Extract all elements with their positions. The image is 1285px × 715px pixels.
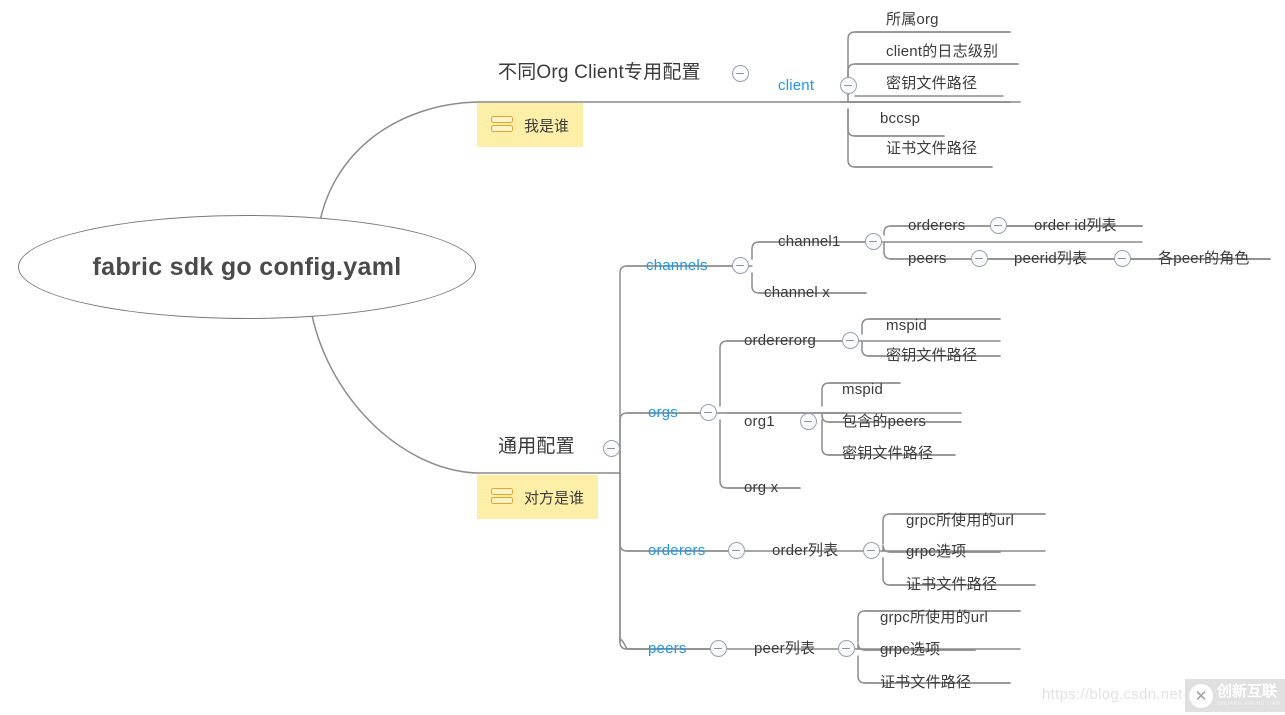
node-org1[interactable]: org1 <box>744 413 775 430</box>
toggle-common-config[interactable] <box>603 440 620 457</box>
root-node-shape <box>18 215 476 319</box>
node-ordererorg-mspid[interactable]: mspid <box>886 317 928 334</box>
toggle-client[interactable] <box>840 77 857 94</box>
node-peer-grpc-url[interactable]: grpc所使用的url <box>880 609 989 626</box>
toggle-peers[interactable] <box>710 640 727 657</box>
node-org1-key-path[interactable]: 密钥文件路径 <box>842 445 934 462</box>
node-org1-peers[interactable]: 包含的peers <box>842 413 927 430</box>
node-order-id-list[interactable]: order id列表 <box>1034 217 1117 234</box>
node-client-cert-path[interactable]: 证书文件路径 <box>886 140 978 157</box>
node-org-x[interactable]: org x <box>744 479 779 496</box>
node-channel1[interactable]: channel1 <box>778 233 841 250</box>
tag-who-is-other-label: 对方是谁 <box>524 489 585 507</box>
toggle-peer-list[interactable] <box>838 640 855 657</box>
watermark-logo: ✕ 创新互联 CHUANG XIN HU LIAN <box>1185 679 1285 712</box>
toggle-order-list[interactable] <box>863 542 880 559</box>
tag-who-is-other[interactable]: 对方是谁 <box>477 475 599 519</box>
watermark-brand-cn: 创新互联 <box>1217 683 1278 700</box>
node-common-config[interactable]: 通用配置 <box>498 436 575 457</box>
toggle-ordererorg[interactable] <box>842 332 859 349</box>
node-channel-x[interactable]: channel x <box>764 284 831 301</box>
node-client[interactable]: client <box>778 77 815 94</box>
toggle-channels[interactable] <box>732 257 749 274</box>
node-peer-grpc-options[interactable]: grpc选项 <box>880 641 941 658</box>
toggle-channel1-orderers[interactable] <box>990 217 1007 234</box>
toggle-orgs[interactable] <box>700 404 717 421</box>
toggle-org1[interactable] <box>800 413 817 430</box>
node-orderer-cert-path[interactable]: 证书文件路径 <box>906 576 998 593</box>
node-org-client-config[interactable]: 不同Org Client专用配置 <box>498 62 701 83</box>
watermark-brand-pinyin: CHUANG XIN HU LIAN <box>1217 701 1281 707</box>
tag-who-am-i-label: 我是谁 <box>524 117 570 135</box>
toggle-channel1[interactable] <box>865 233 882 250</box>
node-client-log-level[interactable]: client的日志级别 <box>886 43 999 60</box>
node-peer-roles[interactable]: 各peer的角色 <box>1158 250 1250 267</box>
node-orderer-grpc-options[interactable]: grpc选项 <box>906 543 967 560</box>
node-orderers[interactable]: orderers <box>648 542 706 559</box>
node-ordererorg[interactable]: ordererorg <box>744 332 817 349</box>
toggle-channel1-peers[interactable] <box>971 250 988 267</box>
toggle-orderers[interactable] <box>728 542 745 559</box>
node-ordererorg-key-path[interactable]: 密钥文件路径 <box>886 347 978 364</box>
node-peers[interactable]: peers <box>648 640 687 657</box>
node-orderer-grpc-url[interactable]: grpc所使用的url <box>906 512 1015 529</box>
node-peer-list[interactable]: peer列表 <box>754 640 816 657</box>
root-node-label[interactable]: fabric sdk go config.yaml <box>92 252 402 281</box>
node-channel1-peers[interactable]: peers <box>908 250 947 267</box>
node-orgs[interactable]: orgs <box>648 404 678 421</box>
watermark-url: https://blog.csdn.net <box>1042 686 1183 703</box>
node-client-belong-org[interactable]: 所属org <box>886 11 939 28</box>
toggle-peerid-list[interactable] <box>1114 250 1131 267</box>
node-client-bccsp[interactable]: bccsp <box>880 110 921 127</box>
watermark-mark-icon: ✕ <box>1189 683 1213 708</box>
tag-who-am-i[interactable]: 我是谁 <box>477 103 584 147</box>
node-client-key-path[interactable]: 密钥文件路径 <box>886 75 978 92</box>
split-rows-icon <box>491 116 513 134</box>
node-channels[interactable]: channels <box>646 257 708 274</box>
toggle-org-client-config[interactable] <box>732 65 749 82</box>
node-peerid-list[interactable]: peerid列表 <box>1014 250 1088 267</box>
split-rows-icon <box>491 488 513 506</box>
node-channel1-orderers[interactable]: orderers <box>908 217 966 234</box>
node-peer-cert-path[interactable]: 证书文件路径 <box>880 674 972 691</box>
node-order-list[interactable]: order列表 <box>772 542 839 559</box>
node-org1-mspid[interactable]: mspid <box>842 381 884 398</box>
